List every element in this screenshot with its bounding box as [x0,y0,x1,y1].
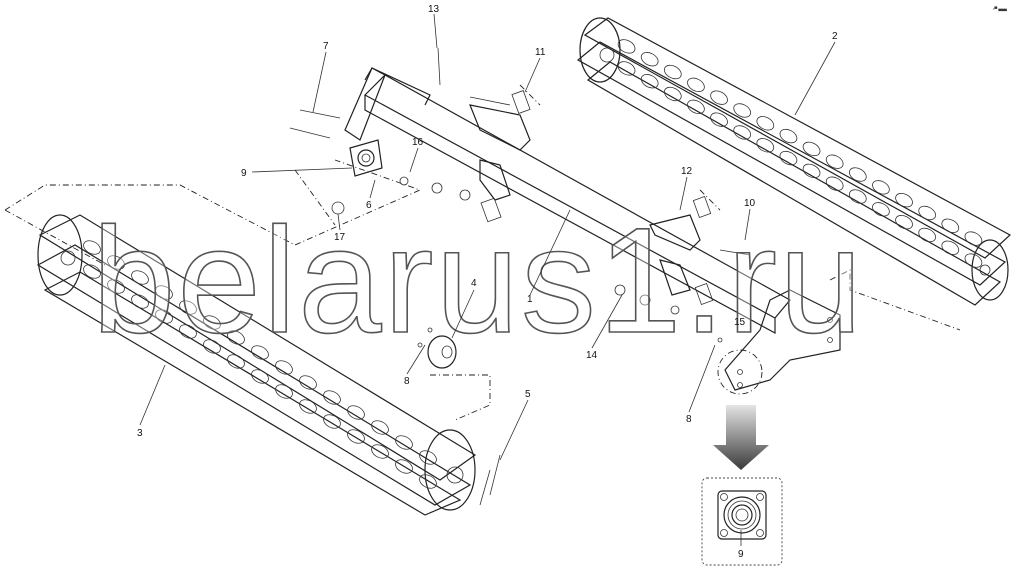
roller-cell [687,77,705,93]
roller-cell [640,74,659,89]
callout-12: 12 [681,166,693,177]
fasteners [289,47,751,506]
roller-cell [617,39,636,54]
callout-9-detail: 9 [738,549,744,560]
callout-4: 4 [471,278,477,289]
down-arrow-icon [713,405,769,470]
roller-cell [179,324,197,339]
callout-17: 17 [334,232,346,243]
roller-cell [155,285,173,300]
roller-cell [419,474,437,489]
roller-cell [323,390,341,405]
roller-cell [872,202,890,217]
watermark-text: belarus1.ru [92,196,864,364]
hub-4 [427,335,457,369]
roller-cell [964,231,983,246]
roller-cell [179,300,197,315]
roller-cell [779,128,798,144]
callout-8: 8 [686,414,692,425]
roller-cell [371,420,389,435]
callout-1: 1 [527,294,533,305]
roller-cell [640,52,659,67]
roller-cell [395,435,413,450]
roller-cell [131,270,149,285]
roller-cell [107,255,125,270]
callout-2: 2 [832,31,838,42]
roller-cell [371,444,389,459]
assembly-lines [4,84,961,421]
roller-cell [895,214,913,230]
roller-cell [395,459,413,474]
roller-3 [36,214,477,516]
callout-10: 10 [744,198,756,209]
callout-labels: 13 7 11 2 16 9 6 17 12 10 4 1 15 14 8 8 … [137,4,838,560]
callout-11: 11 [535,47,546,58]
roller-cell [107,279,125,294]
roller-cell [663,64,682,80]
callout-13: 13 [428,4,440,15]
roller-cell [964,253,983,268]
callout-3: 3 [137,428,143,439]
roller-cell [710,112,728,127]
callout-16: 16 [412,137,424,148]
roller-cell [733,103,752,118]
roller-cell [203,339,221,354]
roller-cell [251,345,269,360]
roller-cell [83,240,101,255]
roller-cell [848,167,867,182]
roller-cell [895,192,913,208]
roller-cell [687,99,705,115]
roller-cell [918,227,937,243]
roller-cell [779,150,798,166]
callout-14: 14 [586,350,598,361]
roller-cell [323,414,341,429]
roller-cell [251,369,269,384]
callout-9: 9 [241,168,247,179]
bearing-9 [349,139,383,177]
callout-8: 8 [404,376,410,387]
roller-cell [347,429,365,444]
roller-cell [756,116,775,131]
roller-cell [710,90,728,105]
callout-6: 6 [366,200,372,211]
callout-7: 7 [323,41,329,52]
roller-cell [663,86,682,102]
roller-cell [299,375,317,390]
roller-cell [802,163,821,179]
roller-cell [872,180,890,195]
roller-cell [756,138,775,153]
roller-cell [825,154,844,169]
roller-cell [848,189,867,204]
roller-cell [419,450,437,465]
roller-cell [275,384,293,399]
roller-cell [941,240,960,255]
roller-cell [155,309,173,324]
roller-cell [617,61,636,76]
callout-5: 5 [525,389,531,400]
roller-cell [203,315,221,330]
roller-cell [83,264,101,279]
roller-cell [918,205,937,221]
roller-cell [299,399,317,414]
roller-cell [825,176,844,191]
callout-15: 15 [734,317,746,328]
leader-lines [139,13,836,546]
roller-cell [802,141,821,157]
bearing-detail-box [701,477,783,566]
roller-cell [347,405,365,420]
roller-cell [131,294,149,309]
roller-cell [227,354,245,369]
roller-cell [733,125,752,140]
detail-circle [717,349,763,395]
roller-cell [275,360,293,375]
roller-cell [227,330,245,345]
corner-code: •▀ ▄▄▄ [993,6,1007,12]
roller-2 [576,17,1012,306]
roller-cell [941,218,960,233]
